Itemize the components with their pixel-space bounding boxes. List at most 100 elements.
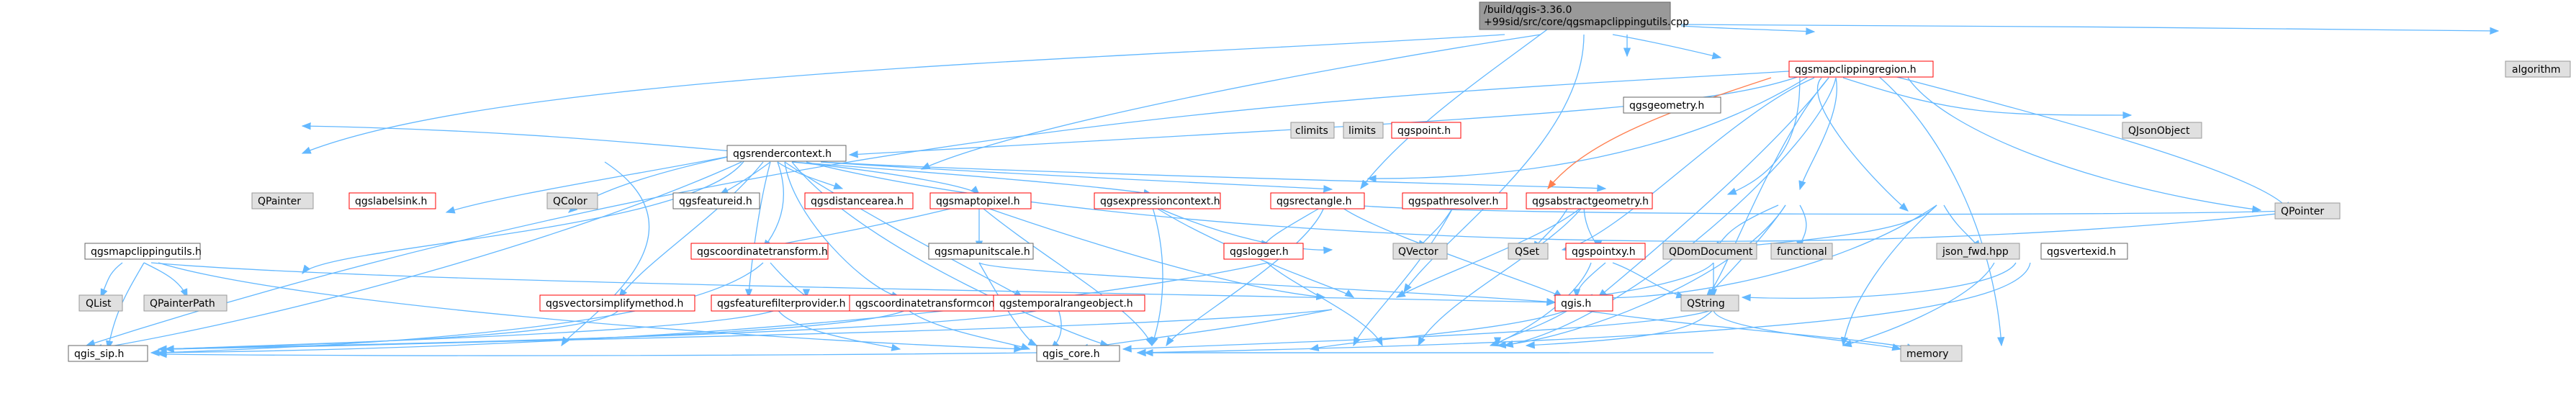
node-qgsdistancearea[interactable]: qgsdistancearea.h [804,192,914,209]
node-qgsrectangle[interactable]: qgsrectangle.h [1270,192,1365,209]
node-qpainter[interactable]: QPainter [251,192,314,209]
node-qgscoordinatetransformcontext[interactable]: qgscoordinatetransformcontext.h [849,294,1034,312]
node-qgsexpressioncontext[interactable]: qgsexpressioncontext.h [1094,192,1221,209]
node-qgis-core[interactable]: qgis_core.h [1036,345,1120,362]
node-qgscoordinatetransform[interactable]: qgscoordinatetransform.h [690,243,829,260]
node-label: qgsmapclippingutils.h [91,246,202,258]
node-label: qgsvectorsimplifymethod.h [546,298,683,310]
node-algorithm[interactable]: algorithm [2505,60,2571,78]
node-label: qgslabelsink.h [355,196,427,207]
node-qjsonobject[interactable]: QJsonObject [2122,122,2202,139]
node-qgsmaptopixel[interactable]: qgsmaptopixel.h [929,192,1032,209]
edge [744,161,771,299]
edge [1713,309,1902,351]
node-qpointer[interactable]: QPointer [2274,202,2341,220]
edge [1309,309,1570,351]
node-qcolor[interactable]: QColor [546,192,598,209]
node-qgstemporalrangeobject[interactable]: qgstemporalrangeobject.h [993,294,1145,312]
edge [1842,262,1995,348]
node-qgsmapunitscale[interactable]: qgsmapunitscale.h [928,243,1034,260]
node-qgsmapclippingregion[interactable]: qgsmapclippingregion.h [1788,60,1934,78]
node-functional[interactable]: functional [1770,243,1833,260]
node-label: algorithm [2512,64,2561,76]
edge [157,309,620,353]
edge [1360,17,1563,190]
node-root[interactable]: /build/qgis-3.36.0 +99sid/src/core/qgsma… [1479,1,1689,30]
edge [1338,204,1564,298]
edge [1151,204,1355,298]
edge [1150,204,1163,347]
node-label: qgspoint.h [1397,125,1451,137]
node-qgsvertexid[interactable]: qgsvertexid.h [2040,243,2128,260]
node-label: qgstemporalrangeobject.h [999,298,1133,310]
node-qgis-sip[interactable]: qgis_sip.h [68,345,148,362]
edge [1871,70,2290,212]
node-label: functional [1777,246,1827,258]
node-qgslabelsink[interactable]: qgslabelsink.h [348,192,436,209]
node-qgspoint[interactable]: qgspoint.h [1391,122,1462,139]
edge [1418,204,1585,347]
node-qgsgeometry[interactable]: qgsgeometry.h [1623,96,1721,114]
edge [1583,204,1603,251]
node-limits[interactable]: limits [1343,122,1384,139]
edge [820,161,1333,193]
node-qlist[interactable]: QList [78,294,123,312]
node-label: qgsdistancearea.h [811,196,904,207]
edge [1612,262,1686,299]
node-qgis[interactable]: qgis.h [1554,294,1613,312]
node-label: qgsfeatureid.h [679,196,752,207]
edge [777,161,844,190]
node-qgsfeaturefilterprovider[interactable]: qgsfeaturefilterprovider.h [711,294,870,312]
node-qdomdocument[interactable]: QDomDocument [1662,243,1757,260]
node-label: qgis.h [1561,298,1591,310]
node-label: QList [86,298,112,310]
edge [1050,309,1062,350]
edge [1353,204,2291,215]
edge [1842,77,2133,119]
node-qgspathresolver[interactable]: qgspathresolver.h [1402,192,1508,209]
node-qstring[interactable]: QString [1680,294,1739,312]
node-qgsabstractgeometry[interactable]: qgsabstractgeometry.h [1526,192,1653,209]
node-qgsrendercontext[interactable]: qgsrendercontext.h [726,145,847,162]
node-label: QPainter [258,196,301,207]
node-qpainterpath[interactable]: QPainterPath [143,294,228,312]
edge [105,262,145,351]
node-label: qgsexpressioncontext.h [1100,196,1220,207]
node-label: QPainterPath [150,298,215,310]
node-label: qgsmapclippingregion.h [1795,64,1917,76]
edge [164,309,1333,353]
edge [143,262,188,299]
edge [1712,204,1779,250]
edge [164,309,778,353]
node-qgsfeatureid[interactable]: qgsfeatureid.h [672,192,760,209]
edge [1680,24,2500,35]
node-label: qgspointxy.h [1572,246,1636,258]
node-qgslogger[interactable]: qgslogger.h [1223,243,1304,260]
node-qgspointxy[interactable]: qgspointxy.h [1565,243,1646,260]
node-label: qgscoordinatetransform.h [697,246,828,258]
node-qgsmapclippingutils[interactable]: qgsmapclippingutils.h [84,243,202,260]
node-qvector[interactable]: QVector [1392,243,1448,260]
node-label: qgsrendercontext.h [733,148,832,160]
edge [1151,204,1333,254]
node-memory[interactable]: memory [1900,345,1963,362]
node-label: qgsmapunitscale.h [935,246,1030,258]
node-qgsvectorsimplifymethod[interactable]: qgsvectorsimplifymethod.h [539,294,695,312]
edge [1353,204,1455,347]
node-climits[interactable]: climits [1290,122,1335,139]
edge [1816,77,1909,212]
node-label: memory [1906,348,1949,360]
node-label: limits [1348,125,1376,137]
edge [1525,309,1714,349]
edge [719,161,771,195]
edge [1907,77,2262,213]
node-jsonfwd[interactable]: json_fwd.hpp [1936,243,2020,260]
node-qset[interactable]: QSet [1508,243,1549,260]
edge [150,262,1557,306]
edge [1503,77,1837,348]
node-label: qgsvertexid.h [2047,246,2116,258]
node-label: QSet [1515,246,1540,258]
edge-template [1547,77,1772,190]
edge [1266,262,1383,347]
node-label: qgsfeaturefilterprovider.h [717,298,846,310]
